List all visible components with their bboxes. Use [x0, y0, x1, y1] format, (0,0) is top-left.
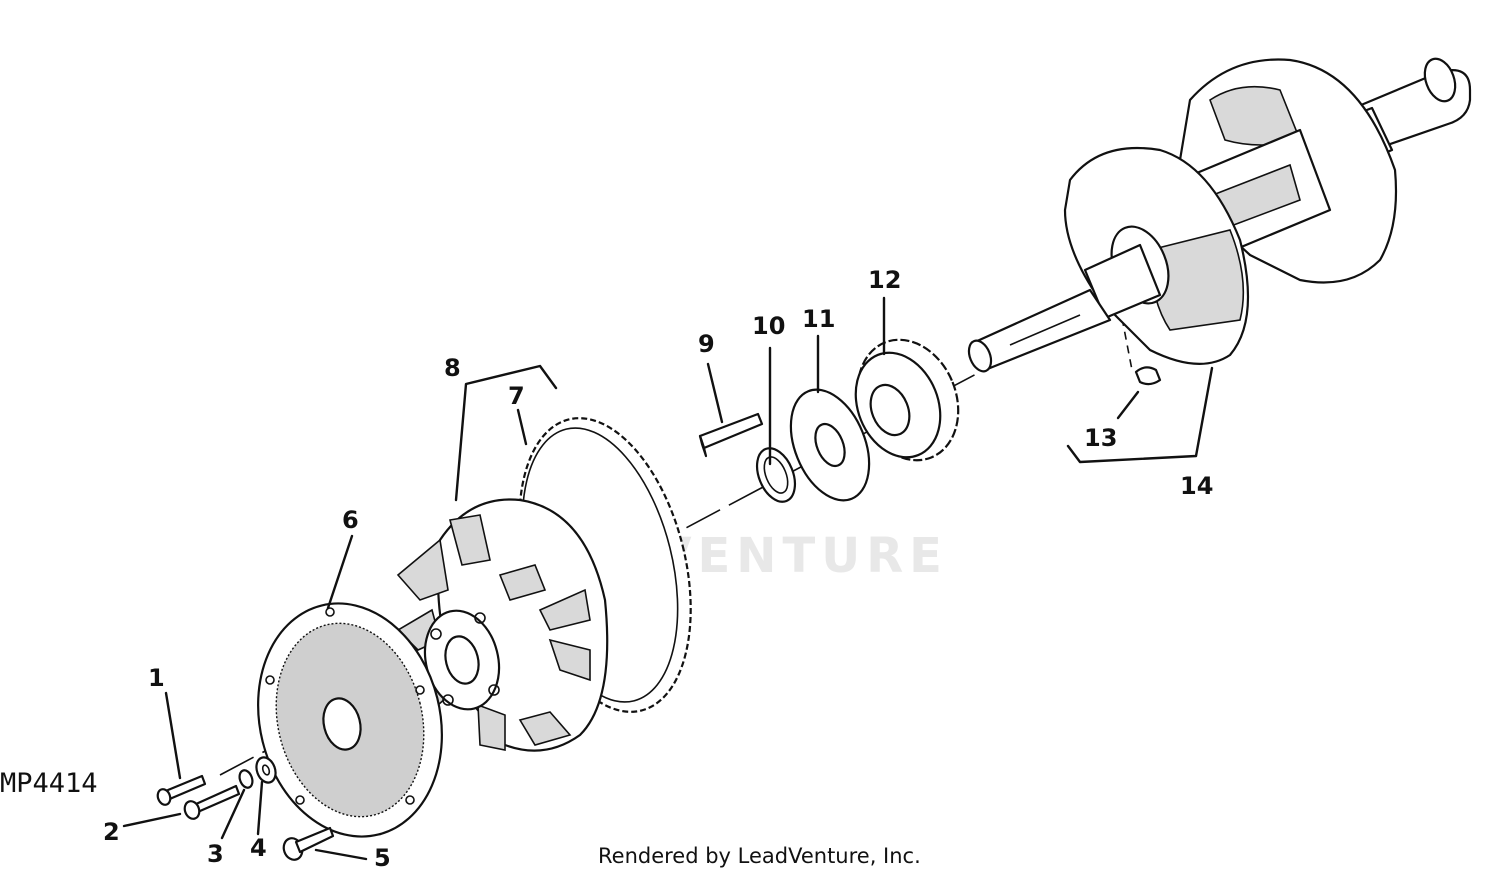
callout-2: 2 [103, 818, 120, 846]
crankshaft [967, 57, 1472, 373]
figure-code: MP4414 [0, 768, 98, 799]
flywheel [396, 498, 609, 752]
leader-lines [122, 296, 1214, 861]
crankshaft-gear [854, 338, 960, 462]
callout-numbers: 1 2 3 4 5 6 7 8 9 10 11 12 13 14 [103, 266, 1213, 872]
assembly-axis [219, 317, 1133, 776]
callout-6: 6 [342, 506, 359, 534]
cap-screw [156, 774, 207, 806]
callout-3: 3 [207, 840, 224, 868]
callout-12: 12 [868, 266, 901, 294]
callout-5: 5 [374, 844, 391, 872]
flat-washer [255, 756, 277, 784]
hex-bolt [183, 784, 241, 820]
screen-screw [282, 826, 335, 861]
callout-11: 11 [802, 305, 835, 333]
callout-9: 9 [698, 330, 715, 358]
callout-4: 4 [250, 834, 267, 862]
flywheel-key [698, 412, 764, 458]
callout-14: 14 [1180, 472, 1213, 500]
callout-13: 13 [1084, 424, 1117, 452]
callout-10: 10 [752, 312, 785, 340]
thrust-washer [789, 388, 871, 502]
callout-8: 8 [444, 354, 461, 382]
crankshaft-key [1134, 366, 1162, 386]
lock-washer [238, 769, 254, 789]
callout-1: 1 [148, 664, 165, 692]
callout-7: 7 [508, 382, 525, 410]
snap-ring [755, 447, 797, 503]
flywheel-screen [257, 602, 443, 838]
footer-credit: Rendered by LeadVenture, Inc. [598, 844, 921, 868]
